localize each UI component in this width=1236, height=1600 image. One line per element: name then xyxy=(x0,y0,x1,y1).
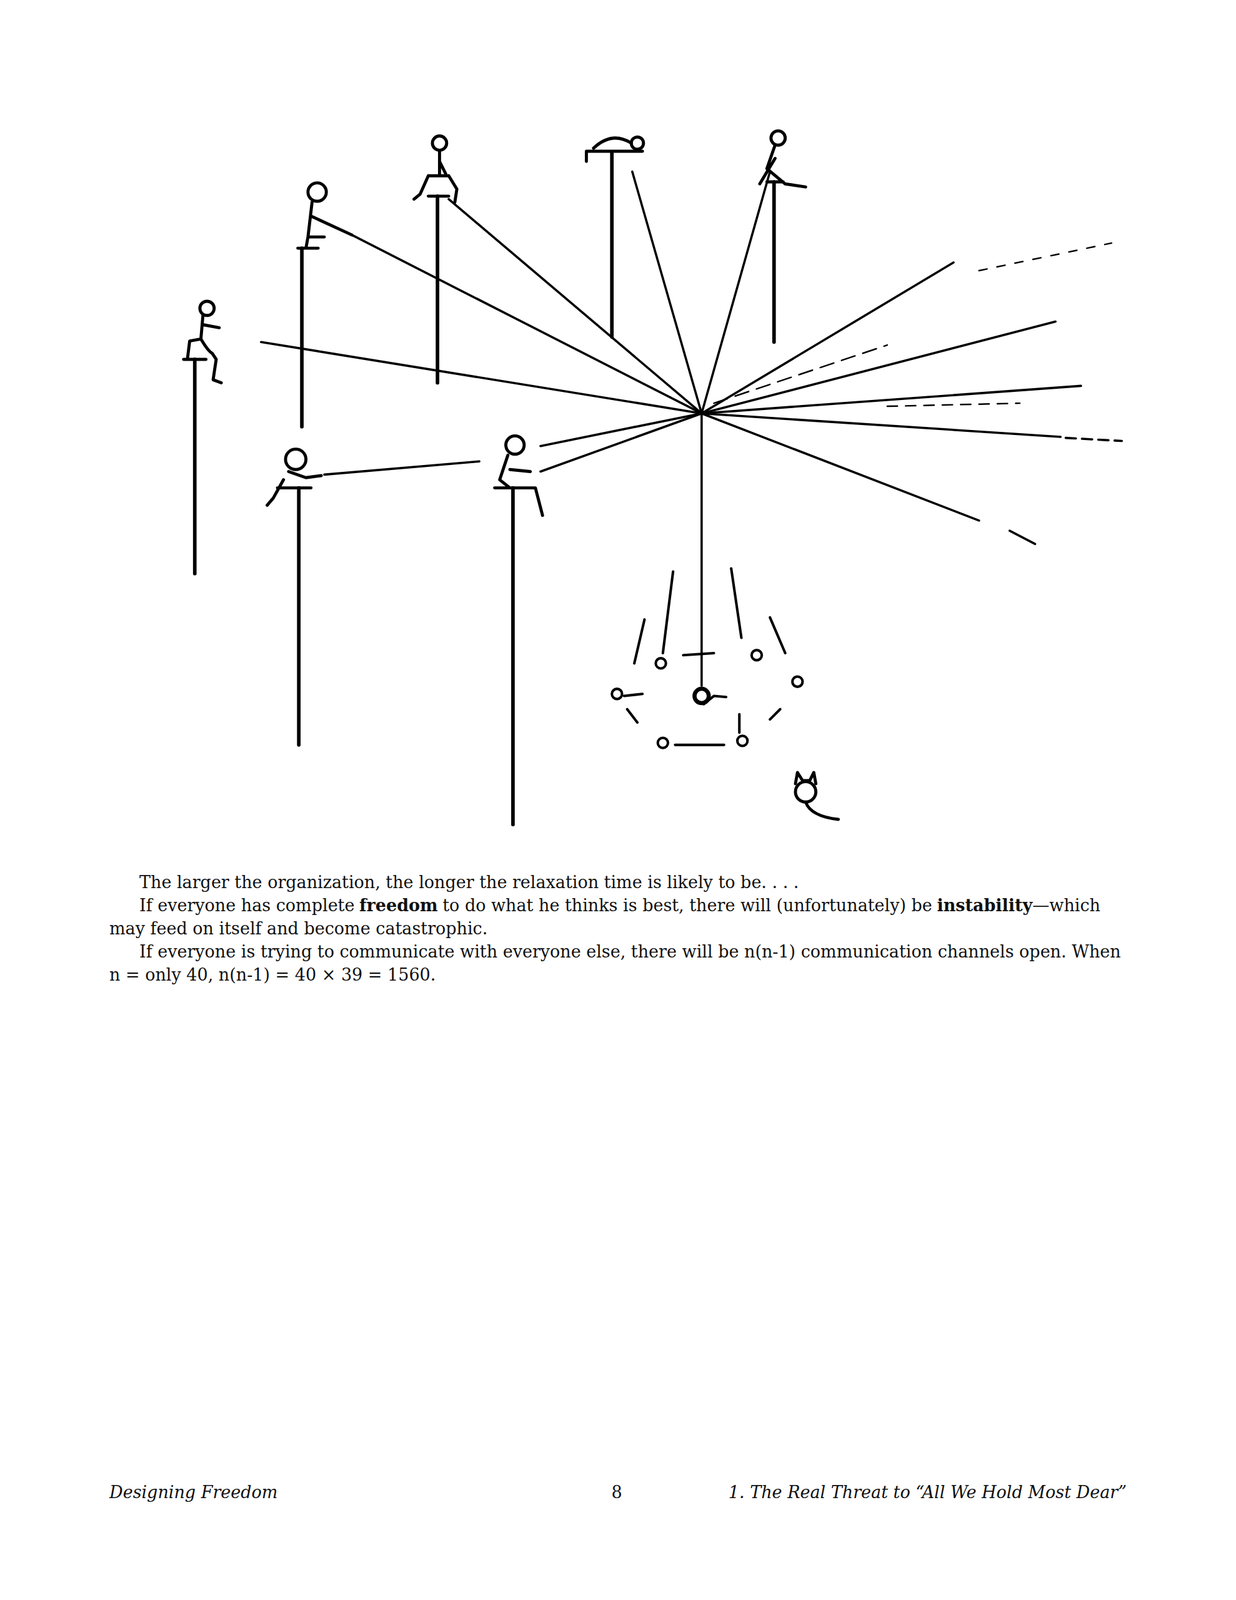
channel-line xyxy=(540,413,702,472)
pole xyxy=(772,181,777,342)
pole xyxy=(296,488,301,745)
channel-line xyxy=(324,461,480,475)
cat-tail xyxy=(805,801,838,820)
body-text: If everyone is trying to communicate wit… xyxy=(109,941,1122,985)
channel-line xyxy=(701,262,954,414)
figure-body xyxy=(183,315,222,384)
figure-body xyxy=(267,471,322,505)
pole xyxy=(609,153,614,337)
channel-line xyxy=(540,413,702,446)
figure-body xyxy=(298,202,352,249)
pole xyxy=(193,359,197,574)
body-text-block: The larger the organization, the longer … xyxy=(109,870,1123,987)
hanging-line xyxy=(624,652,781,745)
figure-head xyxy=(631,136,644,150)
ring xyxy=(737,735,748,746)
figure-body xyxy=(414,151,458,203)
pole xyxy=(435,196,440,384)
paragraph: The larger the organization, the longer … xyxy=(109,870,1123,894)
figure-group xyxy=(183,130,1122,825)
channel-line xyxy=(701,413,1061,437)
channel-line xyxy=(261,341,702,414)
channel-line xyxy=(448,199,702,414)
bold-term: instability xyxy=(936,895,1033,915)
channel-line xyxy=(701,385,1082,414)
figure-head xyxy=(505,435,524,454)
body-text: to do what he thinks is best, there will… xyxy=(442,895,933,915)
faint-line xyxy=(713,344,887,404)
communication-lines xyxy=(261,171,1122,687)
cat-ears xyxy=(795,772,817,784)
ring xyxy=(655,657,666,668)
figure-body xyxy=(586,138,643,162)
cat xyxy=(795,772,839,820)
figure-head xyxy=(308,183,327,202)
channel-line xyxy=(351,234,702,414)
figure-head xyxy=(771,130,786,145)
figures xyxy=(183,130,807,515)
ring xyxy=(751,649,762,660)
figure-body xyxy=(494,454,544,515)
channel-line xyxy=(632,171,702,414)
ring xyxy=(792,676,803,687)
paragraph: If everyone is trying to communicate wit… xyxy=(109,939,1123,987)
ring xyxy=(611,688,622,699)
paragraph: If everyone has completefreedomto do wha… xyxy=(109,893,1123,940)
page-number: 8 xyxy=(611,1481,622,1503)
figure-head xyxy=(285,449,307,470)
cat-body xyxy=(795,781,817,803)
chapter-title: 1. The Real Threat to “All We Hold Most … xyxy=(728,1481,1127,1503)
pole xyxy=(511,488,515,825)
faint-line xyxy=(979,243,1112,271)
ring xyxy=(657,737,668,748)
figure-head xyxy=(432,136,447,151)
hanging-line xyxy=(634,568,786,664)
figure-head xyxy=(199,301,215,316)
poles xyxy=(194,153,775,825)
faint-line xyxy=(887,403,1020,407)
channel-line xyxy=(701,171,770,414)
channel-line xyxy=(1065,438,1122,442)
bold-term: freedom xyxy=(359,895,439,915)
channel-line xyxy=(700,413,703,686)
hanging-group xyxy=(611,568,803,748)
body-text: The larger the organization, the longer … xyxy=(139,872,799,892)
channel-line xyxy=(1009,530,1036,544)
body-text: If everyone has complete xyxy=(139,895,355,915)
pole xyxy=(299,248,304,427)
running-title: Designing Freedom xyxy=(109,1481,278,1503)
